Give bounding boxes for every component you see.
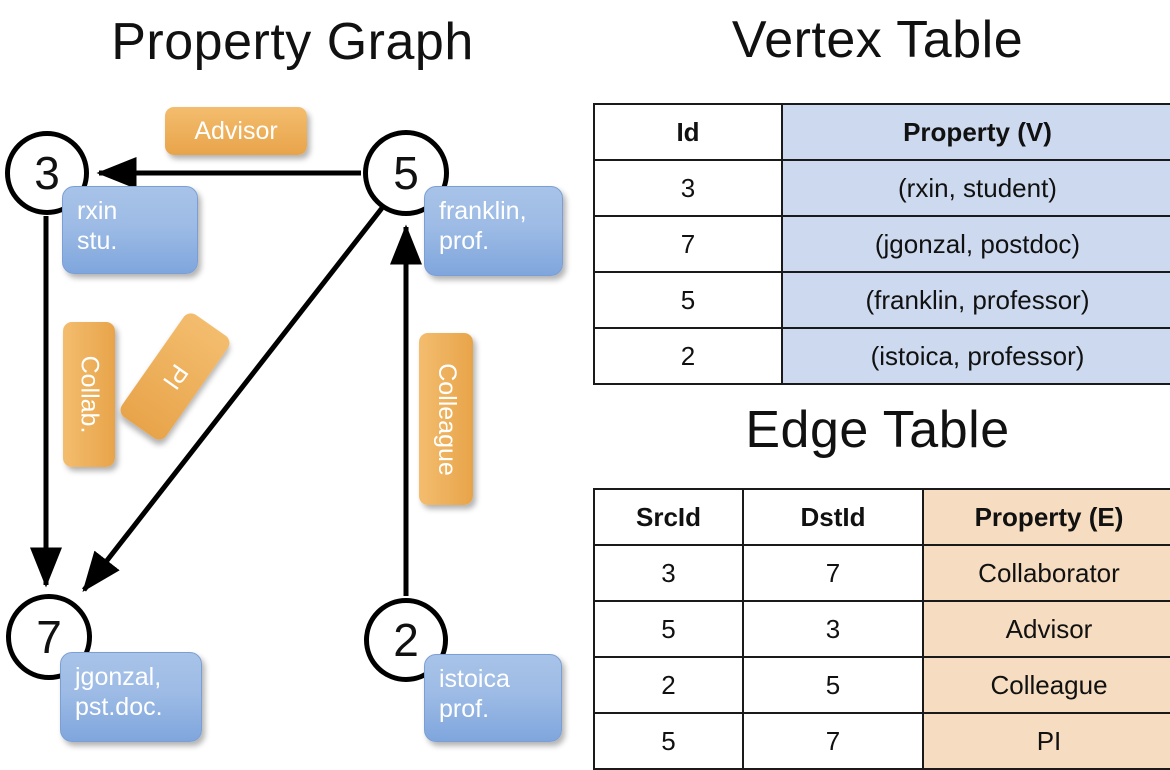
edge-cell-srcid: 2	[593, 656, 744, 714]
edge-cell-property: Collaborator	[922, 544, 1170, 602]
edge-5-to-7-pi	[82, 206, 384, 592]
edge-label-collab-text: Collab.	[75, 355, 104, 434]
edge-cell-dstid: 5	[742, 656, 924, 714]
edge-label-advisor: Advisor	[165, 107, 307, 155]
edge-table: SrcId DstId Property (E) 3 7 Collaborato…	[593, 488, 1170, 770]
vertex-property-box-7: jgonzal, pst.doc.	[60, 652, 202, 742]
table-row: 3 7 Collaborator	[593, 544, 1170, 602]
edge-cell-dstid: 3	[742, 600, 924, 658]
vertex-cell-id: 5	[593, 271, 783, 329]
edge-cell-property: Advisor	[922, 600, 1170, 658]
edge-label-pi-text: PI	[157, 359, 194, 395]
vertex-table-header-id: Id	[593, 103, 783, 161]
table-row: 7 (jgonzal, postdoc)	[593, 215, 1170, 273]
edge-label-colleague-text: Colleague	[432, 362, 461, 476]
vertex-cell-property: (istoica, professor)	[781, 327, 1170, 385]
vertex-cell-id: 2	[593, 327, 783, 385]
vertex-property-box-5: franklin, prof.	[424, 186, 563, 276]
vertex-cell-id: 3	[593, 159, 783, 217]
vertex-cell-property: (rxin, student)	[781, 159, 1170, 217]
table-row: 5 7 PI	[593, 712, 1170, 770]
edge-table-header-property: Property (E)	[922, 488, 1170, 546]
graph-node-2[interactable]: 2	[364, 598, 448, 682]
edge-cell-srcid: 3	[593, 544, 744, 602]
vertex-property-box-2: istoica prof.	[424, 654, 562, 742]
table-row: 5 (franklin, professor)	[593, 271, 1170, 329]
page-title-edge-table: Edge Table	[745, 401, 1010, 459]
edge-table-header-row: SrcId DstId Property (E)	[593, 488, 1170, 546]
vertex-table-header-row: Id Property (V)	[593, 103, 1170, 161]
edge-label-colleague: Colleague	[419, 333, 473, 505]
table-row: 2 (istoica, professor)	[593, 327, 1170, 385]
edge-table-header-dstid: DstId	[742, 488, 924, 546]
graph-node-5[interactable]: 5	[363, 130, 449, 216]
edge-cell-dstid: 7	[742, 544, 924, 602]
vertex-cell-id: 7	[593, 215, 783, 273]
page-title-vertex-table: Vertex Table	[731, 11, 1024, 69]
vertex-table-header-property: Property (V)	[781, 103, 1170, 161]
graph-edge-arrows	[30, 157, 422, 596]
edge-label-collab: Collab.	[63, 322, 115, 467]
vertex-cell-property: (franklin, professor)	[781, 271, 1170, 329]
edge-cell-property: PI	[922, 712, 1170, 770]
vertex-table: Id Property (V) 3 (rxin, student) 7 (jgo…	[593, 103, 1170, 385]
edge-table-header-srcid: SrcId	[593, 488, 744, 546]
vertex-property-box-3: rxin stu.	[62, 186, 198, 274]
edge-cell-property: Colleague	[922, 656, 1170, 714]
edge-cell-srcid: 5	[593, 600, 744, 658]
page-title-property-graph: Property Graph	[111, 13, 474, 71]
table-row: 3 (rxin, student)	[593, 159, 1170, 217]
edge-cell-srcid: 5	[593, 712, 744, 770]
property-graph-diagram: 3 5 7 2 rxin stu. franklin, prof. jgonza…	[0, 0, 585, 760]
vertex-cell-property: (jgonzal, postdoc)	[781, 215, 1170, 273]
edge-cell-dstid: 7	[742, 712, 924, 770]
table-row: 2 5 Colleague	[593, 656, 1170, 714]
table-row: 5 3 Advisor	[593, 600, 1170, 658]
